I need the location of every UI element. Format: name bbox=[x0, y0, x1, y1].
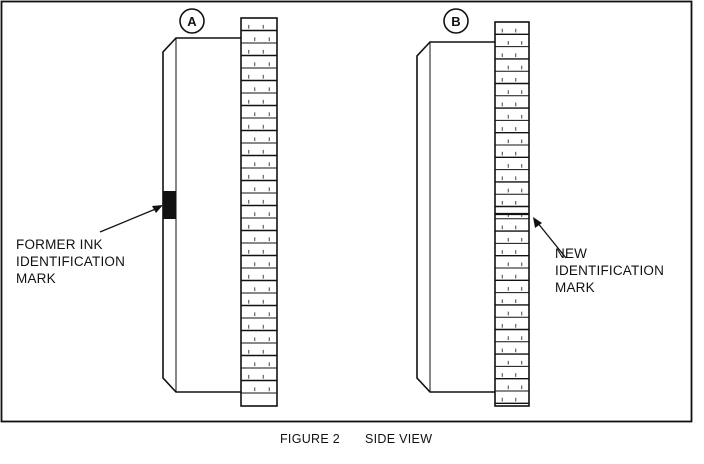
view-a: A FORMER INK IDENTIFICATION MARK bbox=[16, 8, 278, 407]
view-b-callout-line-1: NEW bbox=[555, 246, 587, 261]
view-a-circle-label: A bbox=[179, 8, 205, 34]
view-b-knob-body bbox=[416, 41, 495, 393]
view-a-leader-arrow bbox=[99, 205, 163, 233]
view-a-callout-line-2: IDENTIFICATION bbox=[16, 254, 125, 269]
view-a-callout-line-1: FORMER INK bbox=[16, 237, 103, 252]
view-a-former-ink-mark bbox=[163, 191, 176, 219]
figure-frame bbox=[0, 0, 693, 423]
view-a-label: A bbox=[187, 14, 197, 29]
figure-caption-title: SIDE VIEW bbox=[365, 432, 432, 446]
view-b-callout-line-2: IDENTIFICATION bbox=[555, 263, 664, 278]
view-b-label: B bbox=[451, 14, 460, 29]
view-a-callout-line-3: MARK bbox=[16, 271, 56, 286]
figure-caption-number: FIGURE 2 bbox=[280, 432, 340, 446]
view-b: B NEW IDENTIFICATION MARK bbox=[416, 8, 664, 407]
view-a-knurl-lines bbox=[241, 24, 277, 394]
view-b-knurl-lines bbox=[495, 28, 529, 404]
view-b-leader-arrow bbox=[533, 217, 567, 259]
view-b-circle-label: B bbox=[443, 8, 469, 34]
view-b-callout-line-3: MARK bbox=[555, 280, 595, 295]
view-a-knurled-ring bbox=[240, 17, 278, 407]
